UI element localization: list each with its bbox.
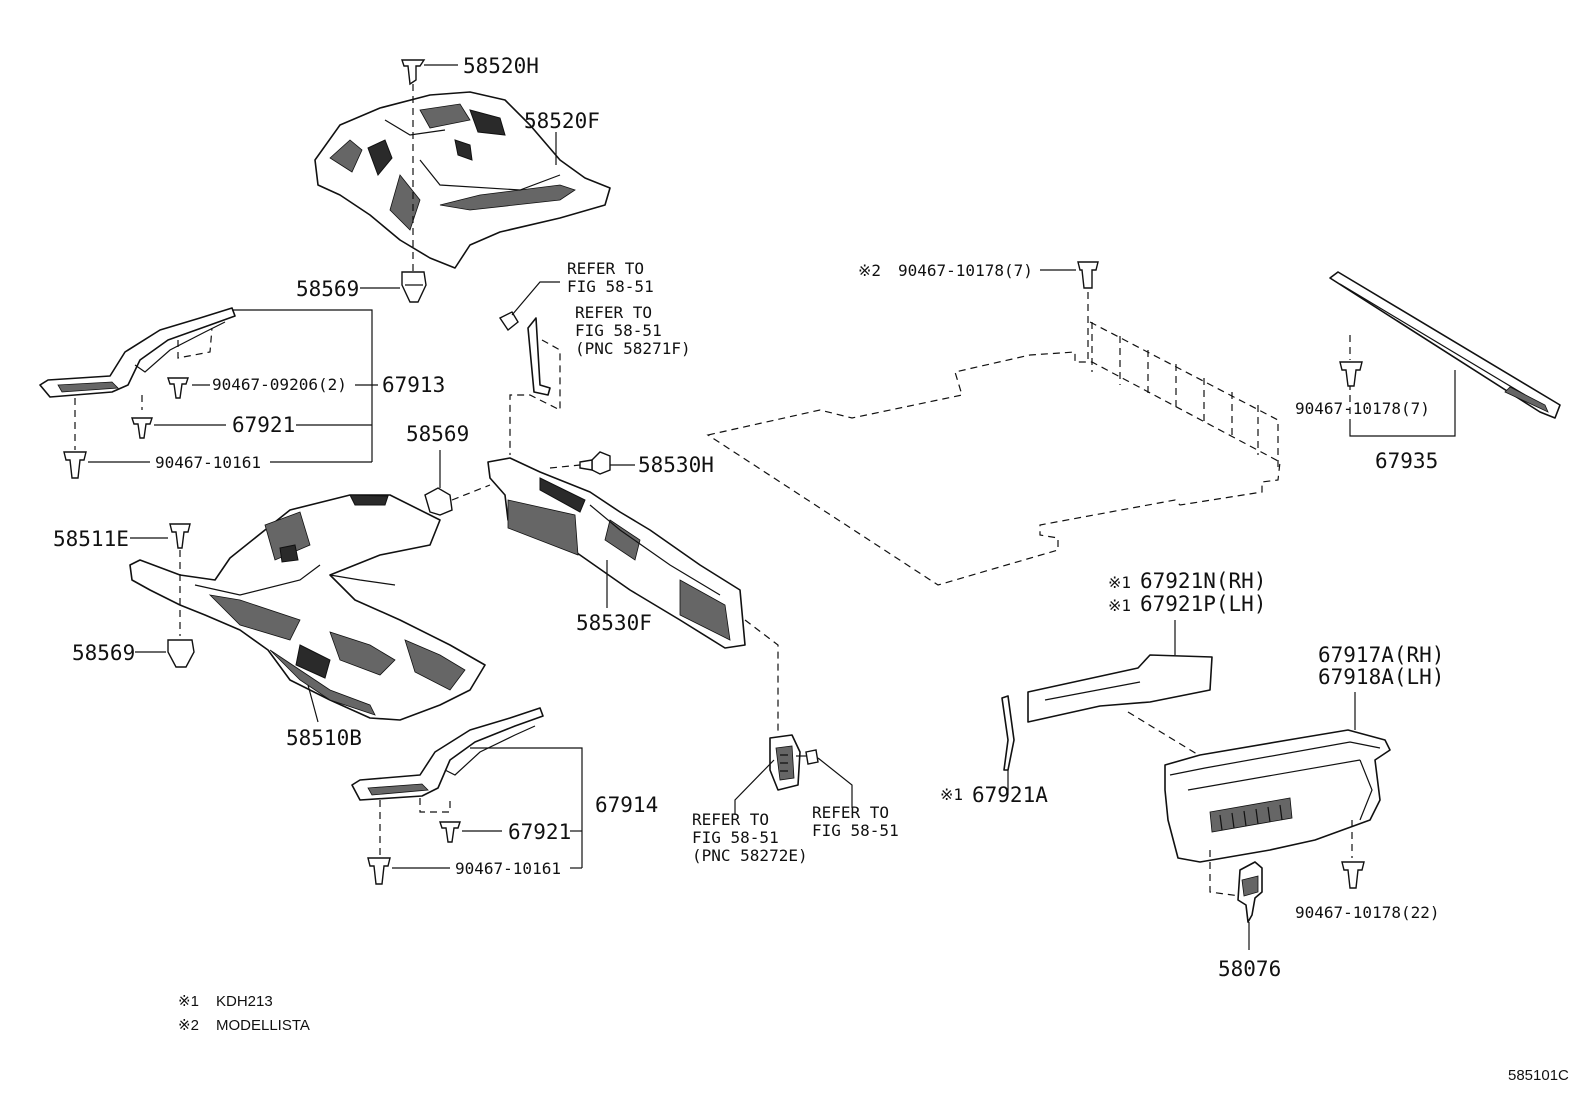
label-67921P: 67921P(LH)	[1140, 592, 1266, 616]
part-58510B-mat	[129, 494, 486, 721]
note1-text: KDH213	[216, 993, 273, 1010]
label-67918A: 67918A(LH)	[1318, 665, 1444, 689]
label-mark1-a: ※1	[1108, 573, 1131, 592]
clip-90467-10161-a	[63, 451, 87, 479]
label-58569-top: 58569	[296, 277, 359, 301]
label-67914: 67914	[595, 793, 658, 817]
label-90467-10178-7b: 90467-10178(7)	[1295, 399, 1430, 418]
clip-58530H	[579, 451, 611, 475]
label-67921A: 67921A	[972, 783, 1048, 807]
label-58520H: 58520H	[463, 54, 539, 78]
label-refer-2c: (PNC 58271F)	[575, 339, 691, 358]
figure-code: 585101C	[1508, 1067, 1569, 1084]
label-58510B: 58510B	[286, 726, 362, 750]
label-67921-b: 67921	[508, 820, 571, 844]
part-58530F-insulator	[487, 457, 746, 649]
note2-mark: ※2	[178, 1017, 199, 1034]
clip-90467-10178-right	[1339, 361, 1363, 387]
bolt-refer-fig-58-51	[796, 749, 819, 765]
bracket-58271F	[527, 317, 551, 396]
clip-90467-10161-b	[367, 857, 391, 885]
clip-67921-b	[439, 821, 461, 843]
label-67935: 67935	[1375, 449, 1438, 473]
clip-58569-top	[401, 271, 427, 303]
label-58530H: 58530H	[638, 453, 714, 477]
part-67921N-cover	[1027, 654, 1213, 723]
part-rear-floor-mat-outline	[706, 292, 1281, 586]
label-mark2-top: ※2	[858, 261, 881, 280]
label-58569-low: 58569	[72, 641, 135, 665]
clip-90467-09206	[167, 377, 189, 399]
label-90467-10178-22: 90467-10178(22)	[1295, 903, 1440, 922]
part-67917A-tray	[1164, 729, 1391, 863]
clip-90467-10178-top	[1077, 261, 1099, 289]
bracket-58272E	[769, 734, 801, 791]
label-refer-3b: FIG 58-51	[692, 828, 779, 847]
clip-58520H	[401, 59, 426, 86]
label-refer-3a: REFER TO	[692, 810, 769, 829]
bracket-refer-fig-58-51	[498, 311, 519, 332]
label-58511E: 58511E	[53, 527, 129, 551]
label-58076: 58076	[1218, 957, 1281, 981]
label-refer-1a: REFER TO	[567, 259, 644, 278]
clip-58569-mid	[424, 487, 453, 516]
label-refer-1b: FIG 58-51	[567, 277, 654, 296]
label-90467-10161-b: 90467-10161	[455, 859, 561, 878]
clip-67921-a	[131, 417, 153, 439]
label-90467-09206: 90467-09206(2)	[212, 375, 347, 394]
label-67921-a: 67921	[232, 413, 295, 437]
label-refer-2b: FIG 58-51	[575, 321, 662, 340]
part-67921A-strip	[1001, 695, 1015, 771]
label-58569-mid: 58569	[406, 422, 469, 446]
note2-text: MODELLISTA	[216, 1017, 310, 1034]
part-67935-scuff-plate	[1329, 271, 1561, 419]
label-67921N: 67921N(RH)	[1140, 569, 1266, 593]
label-refer-3c: (PNC 58272E)	[692, 846, 808, 865]
label-refer-2a: REFER TO	[575, 303, 652, 322]
part-67913-scuff-plate	[39, 307, 236, 398]
part-58076-hook	[1237, 861, 1263, 923]
label-90467-10161-a: 90467-10161	[155, 453, 261, 472]
note1-mark: ※1	[178, 993, 199, 1010]
label-67913: 67913	[382, 373, 445, 397]
label-mark1-b: ※1	[1108, 596, 1131, 615]
label-90467-10178-7a: 90467-10178(7)	[898, 261, 1033, 280]
part-67914-scuff-plate	[351, 707, 544, 801]
clip-58569-low	[167, 639, 195, 668]
label-refer-4b: FIG 58-51	[812, 821, 899, 840]
label-mark1-c: ※1	[940, 785, 963, 804]
clip-90467-10178-22	[1341, 861, 1365, 889]
label-58530F: 58530F	[576, 611, 652, 635]
label-58520F: 58520F	[524, 109, 600, 133]
clip-58511E	[169, 523, 191, 549]
label-67917A: 67917A(RH)	[1318, 643, 1444, 667]
label-refer-4a: REFER TO	[812, 803, 889, 822]
